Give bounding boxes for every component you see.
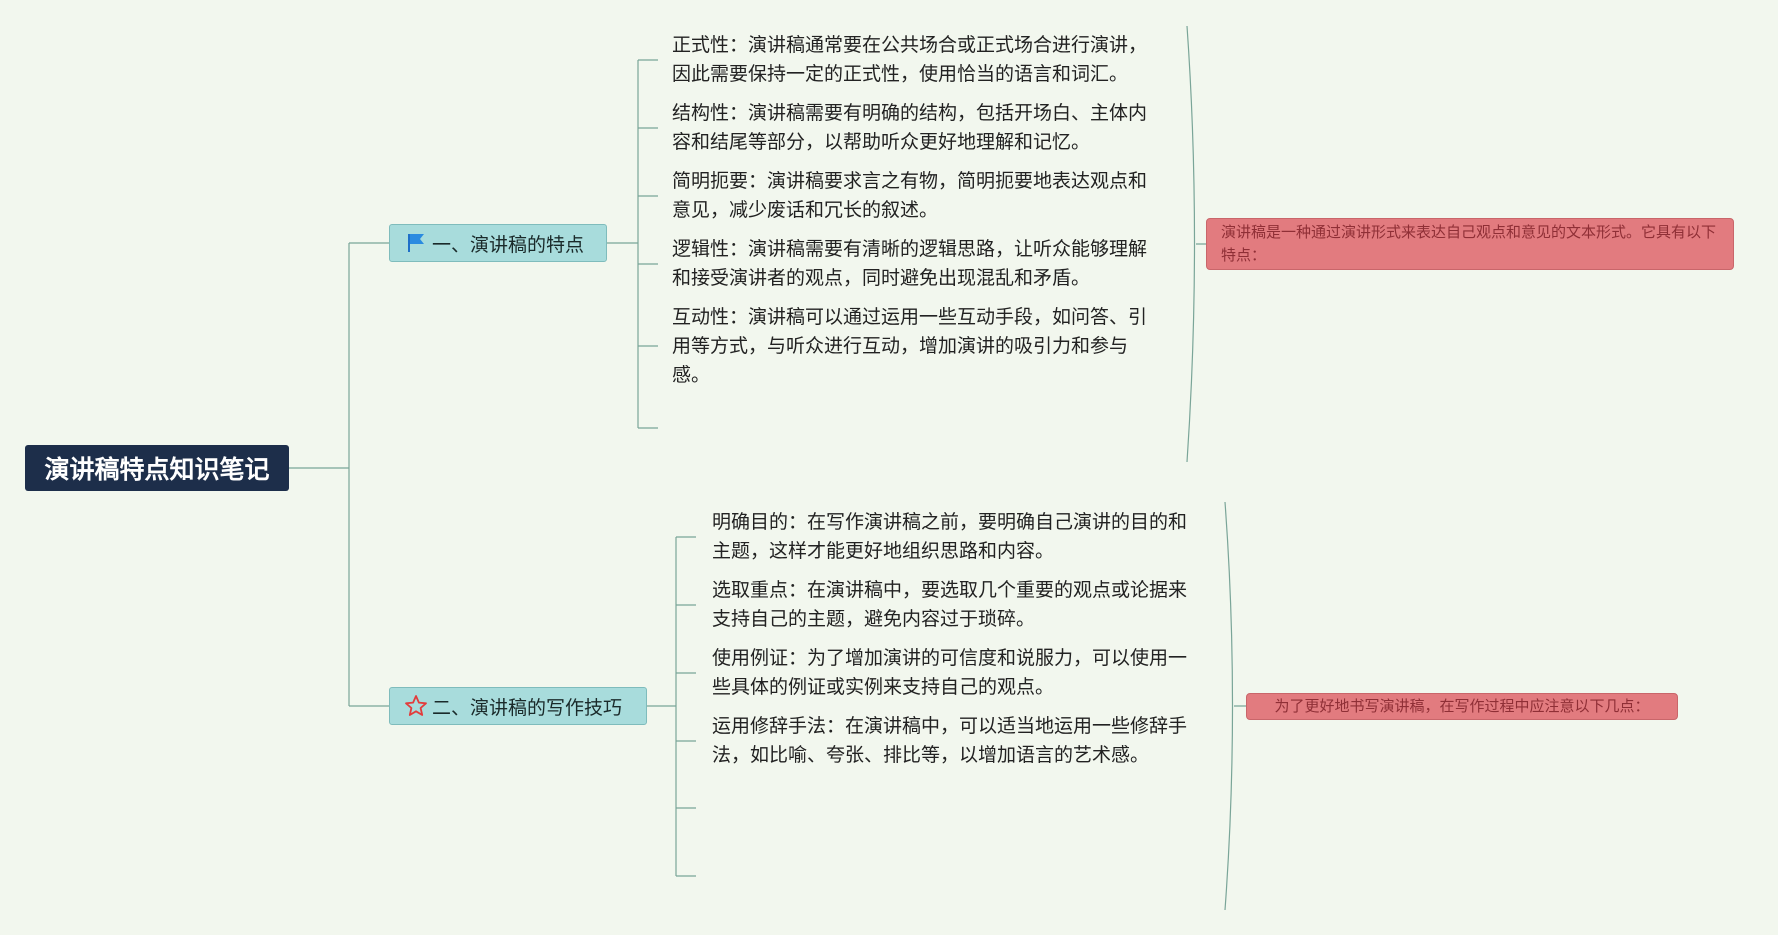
leaf-line: 感。	[672, 364, 711, 386]
branch-features[interactable]: 一、演讲稿的特点	[389, 224, 607, 262]
leaf-line: 支持自己的主题，避免内容过于琐碎。	[712, 608, 1036, 630]
summary-features[interactable]: 演讲稿是一种通过演讲形式来表达自己观点和意见的文本形式。它具有以下特点：	[1206, 218, 1734, 270]
leaf-line: 用等方式，与听众进行互动，增加演讲的吸引力和参与	[672, 335, 1129, 357]
leaf-line: 明确目的：在写作演讲稿之前，要明确自己演讲的目的和	[712, 511, 1188, 533]
branch-features-label: 一、演讲稿的特点	[432, 233, 585, 256]
leaf-line: 主题，这样才能更好地组织思路和内容。	[712, 540, 1055, 562]
leaf-line: 正式性：演讲稿通常要在公共场合或正式场合进行演讲，	[672, 34, 1148, 56]
leaf-line: 运用修辞手法：在演讲稿中，可以适当地运用一些修辞手	[712, 715, 1188, 737]
leaf-line: 些具体的例证或实例来支持自己的观点。	[712, 676, 1055, 698]
leaf-line: 意见，减少废话和冗长的叙述。	[672, 199, 939, 221]
leaf-clear-purpose[interactable]: 明确目的：在写作演讲稿之前，要明确自己演讲的目的和 主题，这样才能更好地组织思路…	[712, 508, 1187, 566]
leaf-line: 使用例证：为了增加演讲的可信度和说服力，可以使用一	[712, 647, 1188, 669]
leaf-line: 简明扼要：演讲稿要求言之有物，简明扼要地表达观点和	[672, 170, 1148, 192]
blue-flag-icon	[404, 231, 428, 255]
leaf-line: 和接受演讲者的观点，同时避免出现混乱和矛盾。	[672, 267, 1091, 289]
summary-bracket-1	[1186, 25, 1206, 463]
branch-writing-tips-label: 二、演讲稿的写作技巧	[432, 696, 623, 719]
leaf-line: 法，如比喻、夸张、排比等，以增加语言的艺术感。	[712, 744, 1150, 766]
leaf-line: 因此需要保持一定的正式性，使用恰当的语言和词汇。	[672, 63, 1129, 85]
leaf-line: 结构性：演讲稿需要有明确的结构，包括开场白、主体内	[672, 102, 1148, 124]
summary-writing-tips[interactable]: 为了更好地书写演讲稿，在写作过程中应注意以下几点：	[1246, 693, 1678, 720]
leaf-line: 逻辑性：演讲稿需要有清晰的逻辑思路，让听众能够理解	[672, 238, 1148, 260]
branch-writing-tips[interactable]: 二、演讲稿的写作技巧	[389, 687, 647, 725]
leaf-line: 互动性：演讲稿可以通过运用一些互动手段，如问答、引	[672, 306, 1148, 328]
leaf-examples[interactable]: 使用例证：为了增加演讲的可信度和说服力，可以使用一 些具体的例证或实例来支持自己…	[712, 644, 1187, 702]
leaf-logic[interactable]: 逻辑性：演讲稿需要有清晰的逻辑思路，让听众能够理解 和接受演讲者的观点，同时避免…	[672, 235, 1147, 293]
red-star-icon	[404, 694, 428, 718]
summary-bracket-2	[1224, 501, 1246, 911]
root-topic[interactable]: 演讲稿特点知识笔记	[25, 445, 289, 491]
leaf-concise[interactable]: 简明扼要：演讲稿要求言之有物，简明扼要地表达观点和 意见，减少废话和冗长的叙述。	[672, 167, 1147, 225]
leaf-line: 容和结尾等部分，以帮助听众更好地理解和记忆。	[672, 131, 1091, 153]
leaf-structure[interactable]: 结构性：演讲稿需要有明确的结构，包括开场白、主体内 容和结尾等部分，以帮助听众更…	[672, 99, 1147, 157]
branch2-child-spine	[647, 537, 677, 876]
leaf-line: 选取重点：在演讲稿中，要选取几个重要的观点或论据来	[712, 579, 1188, 601]
leaf-key-points[interactable]: 选取重点：在演讲稿中，要选取几个重要的观点或论据来 支持自己的主题，避免内容过于…	[712, 576, 1187, 634]
branch1-child-spine	[607, 60, 639, 428]
leaf-interaction[interactable]: 互动性：演讲稿可以通过运用一些互动手段，如问答、引 用等方式，与听众进行互动，增…	[672, 303, 1147, 390]
leaf-rhetoric[interactable]: 运用修辞手法：在演讲稿中，可以适当地运用一些修辞手 法，如比喻、夸张、排比等，以…	[712, 712, 1187, 770]
leaf-formality[interactable]: 正式性：演讲稿通常要在公共场合或正式场合进行演讲， 因此需要保持一定的正式性，使…	[672, 31, 1147, 89]
